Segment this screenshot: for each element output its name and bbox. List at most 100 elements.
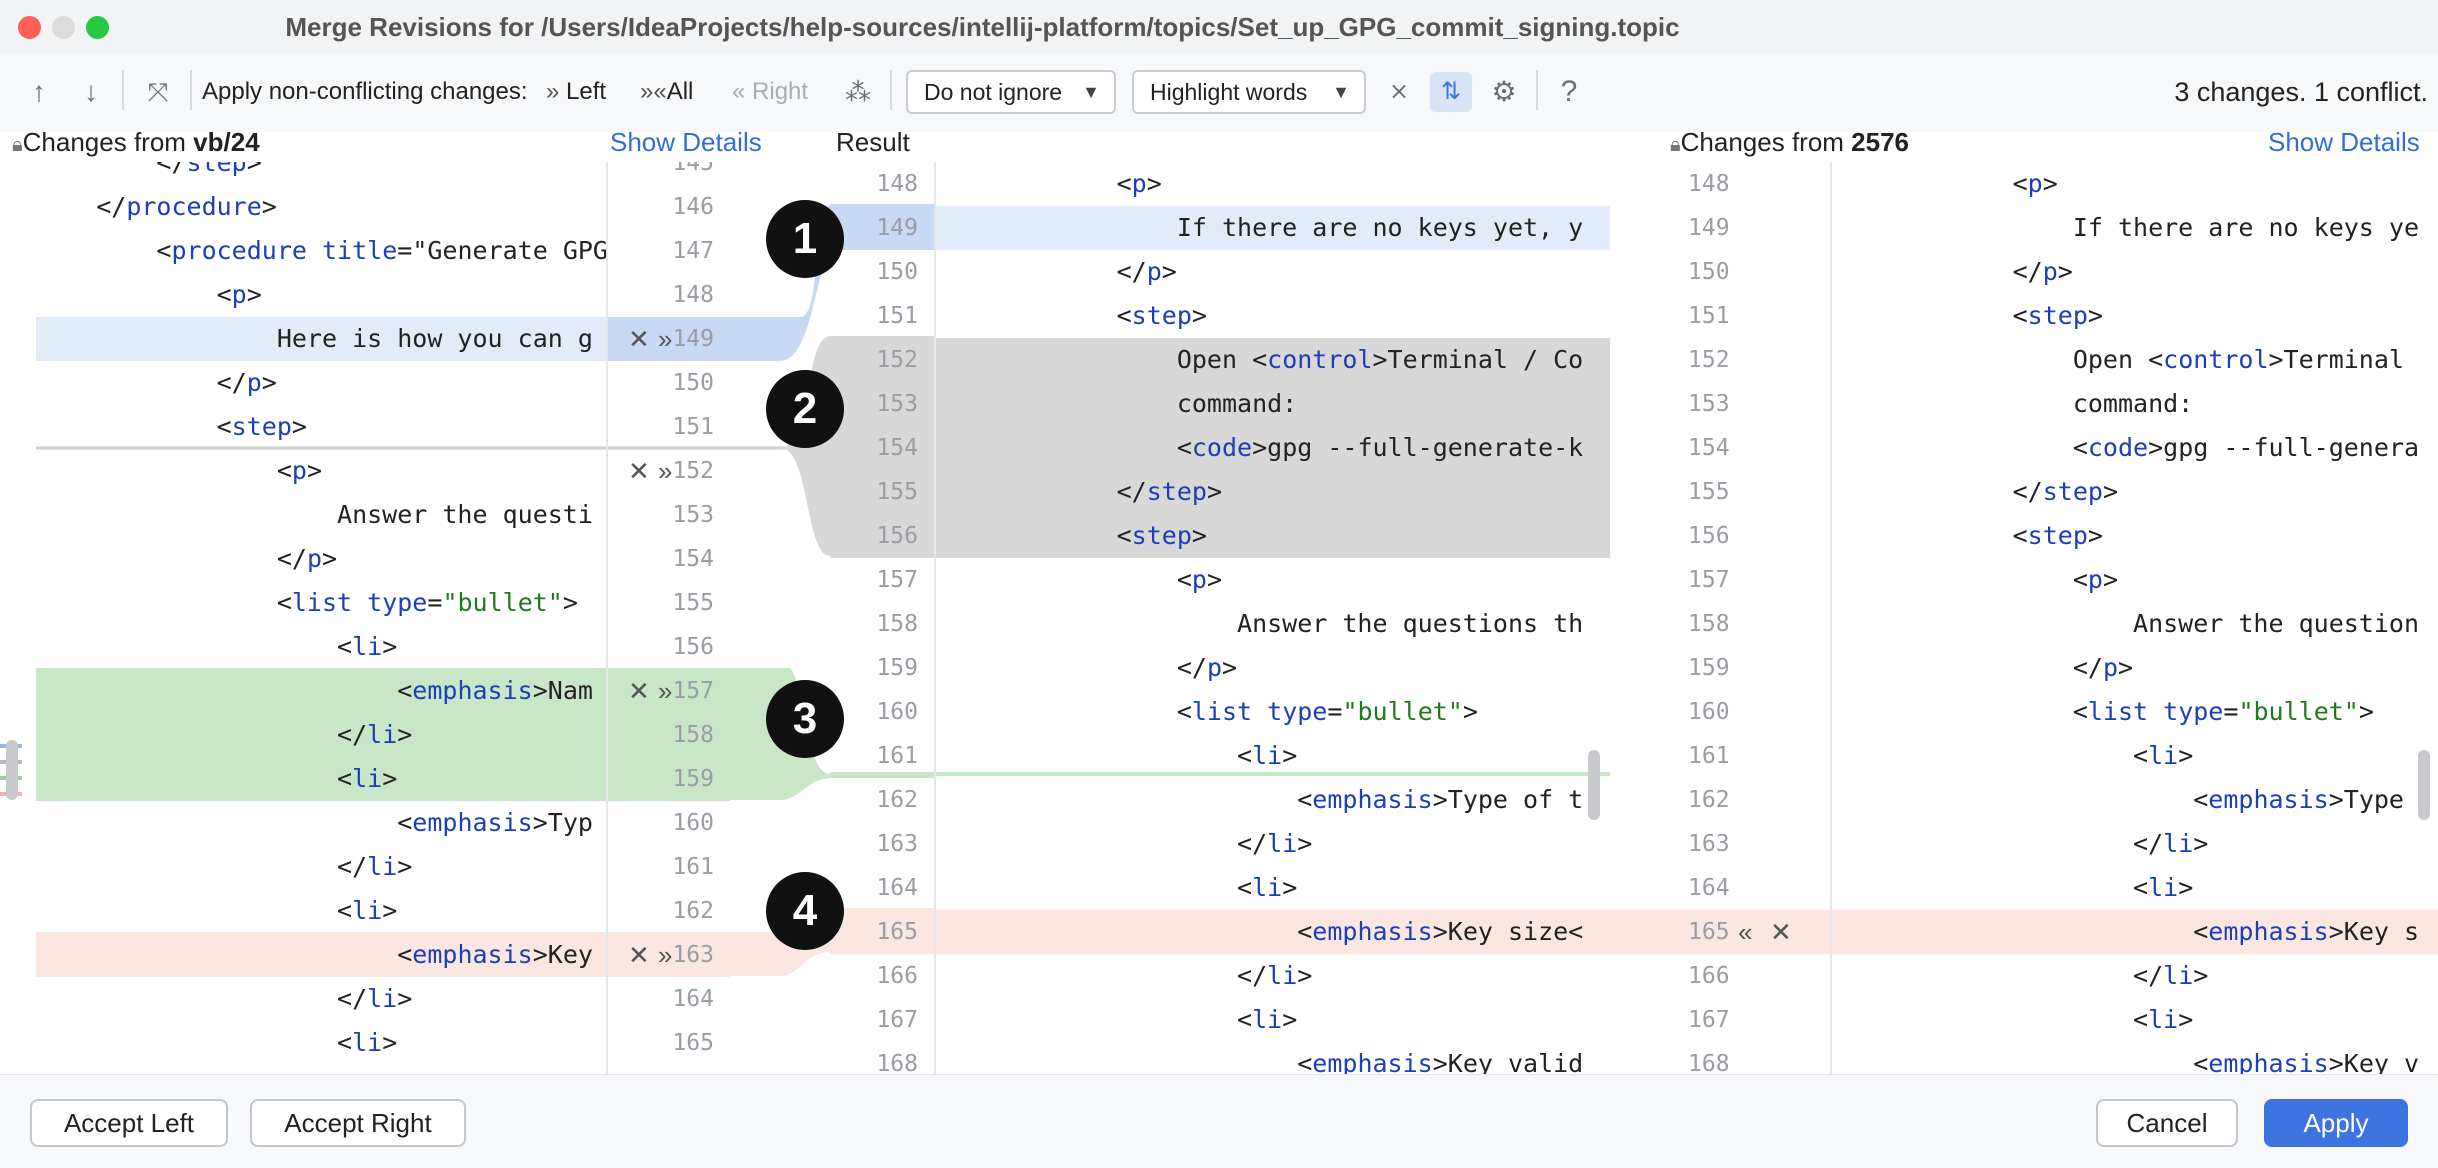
left-pane-prefix: Changes from <box>22 127 194 157</box>
ignore-change-button[interactable]: ✕ <box>628 669 650 713</box>
left-code-column[interactable]: </step> </procedure> <procedure title="G… <box>36 162 606 1074</box>
result-line-number: 167 <box>876 1007 918 1033</box>
result-line-number: 153 <box>830 382 934 426</box>
left-code-line: <procedure title="Generate GPG <box>36 236 606 265</box>
left-show-details-link[interactable]: Show Details <box>610 127 762 157</box>
right-line-number: 166 <box>1688 963 1730 989</box>
result-code-line: <emphasis>Type of t <box>936 785 1584 814</box>
left-scrollbar[interactable] <box>6 740 18 800</box>
previous-difference-button[interactable]: ↑ <box>24 72 54 112</box>
accept-left-button[interactable]: Accept Left <box>30 1099 228 1147</box>
pane-divider <box>606 162 608 1074</box>
result-line-number: 164 <box>876 875 918 901</box>
left-code-line: <li> <box>36 632 398 661</box>
apply-left-button[interactable]: » Left <box>546 73 606 111</box>
right-code-column[interactable]: <p> If there are no keys ye </p> <step> … <box>1832 162 2438 1074</box>
maximize-window-button[interactable] <box>86 16 109 39</box>
settings-button[interactable]: ⚙ <box>1486 72 1522 112</box>
left-code-line: <emphasis>Nam <box>36 669 606 713</box>
result-code-line: </p> <box>936 257 1177 286</box>
double-chevron-both-icon: »« <box>640 78 667 105</box>
apply-left-label: Left <box>566 78 607 105</box>
right-code-line: <emphasis>Key s <box>1832 910 2438 954</box>
apply-right-button[interactable]: « Right <box>732 73 808 111</box>
right-code-line: <emphasis>Key v <box>1832 1049 2420 1074</box>
ignore-change-button[interactable]: ✕ <box>628 317 650 361</box>
result-code-line: <li> <box>936 873 1298 902</box>
right-code-line: command: <box>1832 389 2194 418</box>
collapse-unchanged-button[interactable]: ⨯ <box>1386 72 1412 112</box>
result-scrollbar[interactable] <box>1588 750 1600 820</box>
close-window-button[interactable] <box>18 16 41 39</box>
compare-contents-button[interactable]: ⤧ <box>138 72 178 112</box>
apply-all-button[interactable]: »«All <box>640 73 693 111</box>
apply-change-button[interactable]: » <box>658 933 672 977</box>
dialog-footer: Accept Left Accept Right Cancel Apply <box>0 1074 2438 1168</box>
ignore-change-button[interactable]: ✕ <box>628 933 650 977</box>
result-code-line: <step> <box>936 301 1207 330</box>
magic-wand-icon: ⁂ <box>845 77 871 107</box>
left-code-line: <li> <box>36 757 606 801</box>
apply-change-button[interactable]: » <box>658 317 672 361</box>
result-code-line: Answer the questions th <box>936 609 1584 638</box>
apply-right-label: Right <box>752 78 809 105</box>
window-title: Merge Revisions for /Users/IdeaProjects/… <box>285 12 1680 42</box>
left-code-line: <emphasis>Key <box>36 933 606 977</box>
result-code-line: Open <control>Terminal / Co <box>936 338 1610 382</box>
cancel-button[interactable]: Cancel <box>2096 1099 2238 1147</box>
apply-button[interactable]: Apply <box>2264 1099 2408 1147</box>
right-code-line: <li> <box>1832 873 2194 902</box>
pane-divider <box>934 162 936 1074</box>
collapse-arrows-icon: ⤧ <box>147 77 169 107</box>
left-line-number: 154 <box>672 546 714 572</box>
right-line-number: 155 <box>1688 479 1730 505</box>
result-line-number: 156 <box>830 514 934 558</box>
result-line-number: 148 <box>876 171 918 197</box>
next-difference-button[interactable]: ↓ <box>76 72 106 112</box>
left-code-line: </p> <box>36 368 277 397</box>
left-code-line: Answer the questi <box>36 500 593 529</box>
sync-scroll-icon: ⇅ <box>1440 78 1462 105</box>
arrow-up-icon: ↑ <box>32 76 46 107</box>
apply-non-conflicting-label: Apply non-conflicting changes: <box>202 78 528 105</box>
ignore-change-button[interactable]: ✕ <box>1770 910 1792 954</box>
result-line-number: 163 <box>876 831 918 857</box>
accept-right-button[interactable]: Accept Right <box>250 1099 466 1147</box>
right-scrollbar[interactable] <box>2418 750 2430 820</box>
change-badge: 4 <box>766 872 844 950</box>
toolbar-separator <box>890 70 892 110</box>
result-code-column[interactable]: <p> If there are no keys yet, y </p> <st… <box>936 162 1610 1074</box>
left-pane-revision: vb/24 <box>193 127 260 157</box>
apply-change-button[interactable]: « <box>1738 910 1752 954</box>
left-code-line: <p> <box>36 456 322 485</box>
right-code-line: </p> <box>1832 653 2134 682</box>
result-code-line: </p> <box>936 653 1238 682</box>
sync-scroll-toggle[interactable]: ⇅ <box>1430 72 1472 112</box>
right-code-line: <emphasis>Type <box>1832 785 2404 814</box>
apply-change-button[interactable]: » <box>658 669 672 713</box>
minimize-window-button[interactable] <box>52 16 75 39</box>
left-code-line: </procedure> <box>36 192 277 221</box>
left-line-number: 151 <box>672 414 714 440</box>
ignore-whitespace-select[interactable]: Do not ignore▼ <box>906 70 1116 114</box>
help-button[interactable]: ? <box>1554 72 1584 112</box>
result-code-line: <step> <box>936 514 1610 558</box>
apply-change-button[interactable]: » <box>658 449 672 493</box>
right-line-number: 157 <box>1688 567 1730 593</box>
right-line-number: 156 <box>1688 523 1730 549</box>
resolve-magic-button[interactable]: ⁂ <box>840 72 876 112</box>
highlight-select-value: Highlight words <box>1150 79 1308 105</box>
right-line-number: 150 <box>1688 259 1730 285</box>
left-code-line: </li> <box>36 984 413 1013</box>
left-line-number: 152 <box>672 458 714 484</box>
result-code-line: <li> <box>936 741 1298 770</box>
right-pane-revision: 2576 <box>1851 127 1910 157</box>
left-code-line: <li> <box>36 1028 398 1057</box>
close-icon: ✕ <box>628 456 650 486</box>
result-line-number: 151 <box>876 303 918 329</box>
highlight-mode-select[interactable]: Highlight words▼ <box>1132 70 1366 114</box>
ignore-change-button[interactable]: ✕ <box>628 449 650 493</box>
right-show-details-link[interactable]: Show Details <box>2268 127 2420 157</box>
left-line-number: 158 <box>606 713 730 757</box>
